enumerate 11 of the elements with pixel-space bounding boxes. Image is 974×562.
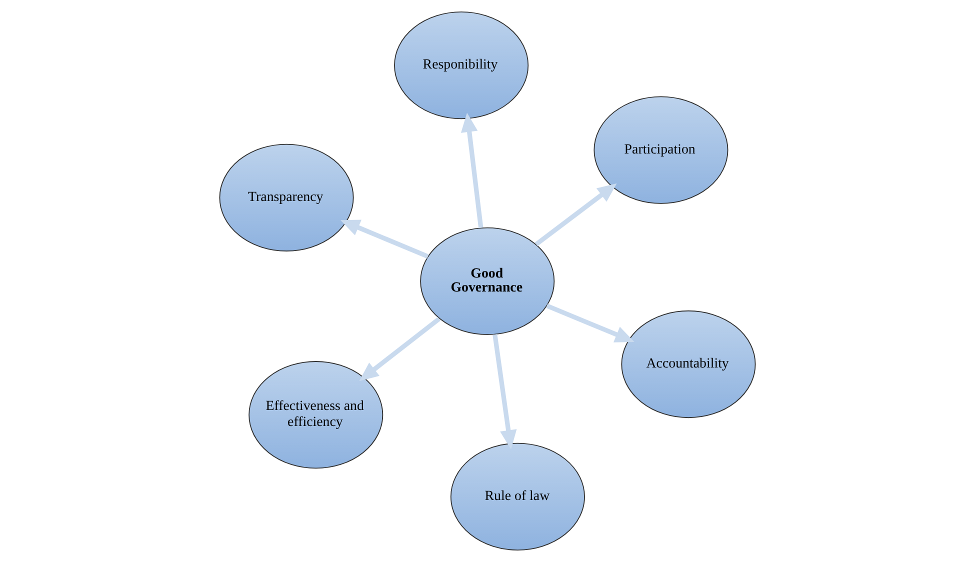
node-ellipse: Transparency (218, 144, 354, 252)
arrow (340, 220, 428, 259)
arrow (358, 316, 440, 382)
arrow (492, 334, 516, 450)
node-ellipse: Good Governance (420, 227, 554, 336)
arrow (534, 183, 616, 246)
arrow (546, 304, 634, 342)
node-ellipse: Rule of law (450, 442, 584, 550)
arrow (460, 112, 483, 228)
node-ellipse: Accountability (620, 310, 756, 418)
node-ellipse: Responibility (394, 12, 528, 120)
